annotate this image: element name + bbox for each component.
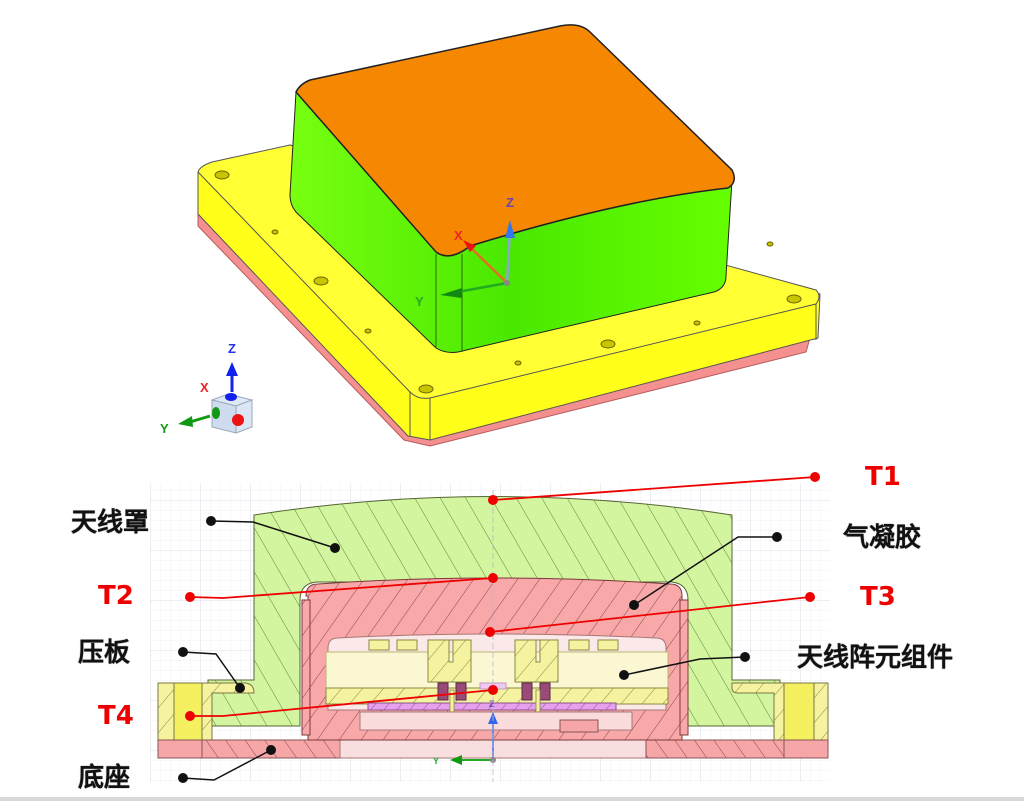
part-leader-dots — [178, 516, 782, 783]
view-cube-y: Y — [160, 421, 169, 436]
model-axis-z: Z — [506, 195, 514, 210]
label-radome: 天线罩 — [71, 508, 150, 538]
part-leaders — [182, 520, 777, 781]
view-cube-x: X — [200, 380, 209, 395]
model-axis-x: X — [454, 228, 463, 243]
chip — [521, 682, 533, 701]
temp-leader-dots — [185, 472, 820, 721]
label-t1: T1 — [865, 462, 901, 492]
label-t4: T4 — [98, 701, 134, 731]
radome-solid — [289, 24, 735, 353]
label-aerogel: 气凝胶 — [843, 523, 922, 553]
model-axis-y: Y — [415, 294, 424, 309]
view-cube-z: Z — [228, 341, 236, 356]
model-axis-triad: X Z Y — [415, 195, 515, 309]
pressure-plate-section — [157, 682, 829, 741]
label-antenna-array: 天线阵元组件 — [797, 643, 954, 673]
section-axis-z: Z — [489, 699, 495, 709]
base-section — [157, 739, 829, 759]
section-axis-y: Y — [433, 756, 439, 766]
chip — [539, 682, 551, 701]
pcb — [367, 702, 617, 711]
view-cube[interactable]: Z X Y — [160, 341, 254, 436]
iso-view: X Z Y Z X Y — [160, 24, 821, 447]
label-base: 底座 — [78, 763, 131, 793]
temp-leaders — [189, 476, 816, 717]
chip — [437, 682, 449, 701]
bolt-holes — [214, 170, 802, 394]
label-pressure-plate: 压板 — [78, 638, 131, 668]
antenna-array-section — [325, 633, 669, 733]
label-t3: T3 — [860, 582, 896, 612]
chip — [455, 682, 467, 701]
label-t2: T2 — [98, 581, 134, 611]
bottom-divider — [0, 797, 1024, 801]
